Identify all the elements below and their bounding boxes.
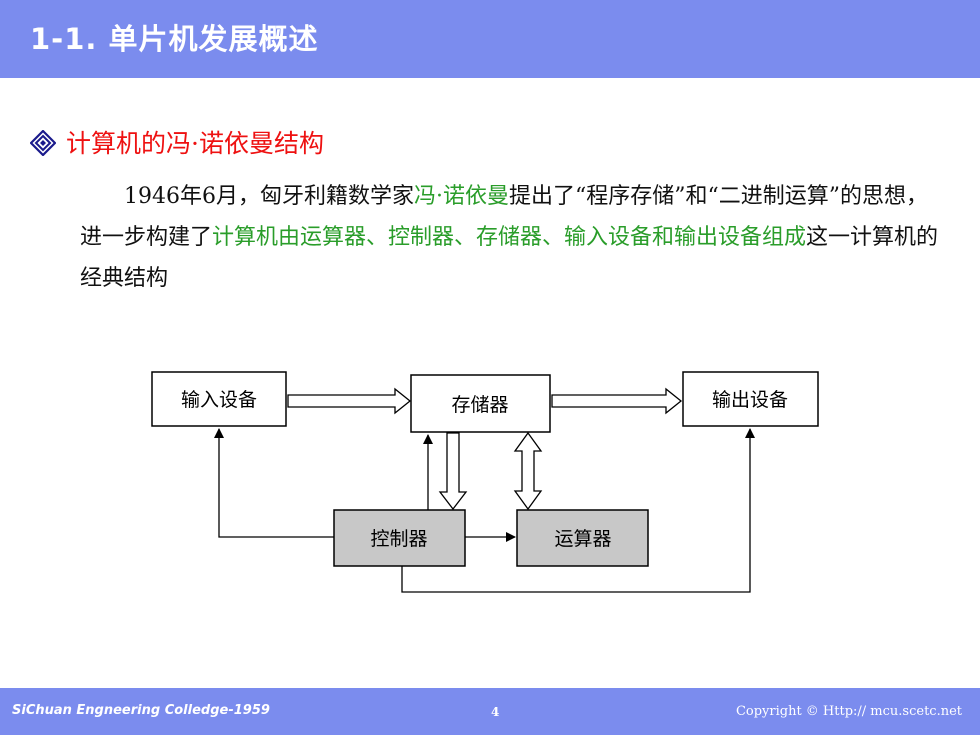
memory-to-output-arrow [551,387,683,415]
footer-college: SiChuan Engneering Colledge-1959 [12,703,270,718]
para-text-3: 这一计算机的经典结构 [80,225,939,291]
footer-copyright: Copyright © Http:// mcu.scetc.net [735,704,962,719]
section-heading: 计算机的冯·诺依曼结构 [29,124,324,160]
memory-box [410,374,551,433]
body-paragraph: 1946年6月，匈牙利籍数学家冯·诺依曼提出了“程序存储”和“二进制运算”的思想… [80,176,940,299]
alu-label: 运算器 [554,528,611,550]
para-text-1: 1946年6月，匈牙利籍数学家 [124,184,414,209]
controller-to-output-line [401,428,755,593]
output-device-label: 输出设备 [712,389,788,411]
footer-bar: SiChuan Engneering Colledge-1959 4 Copyr… [0,688,980,735]
input-to-memory-arrow [287,387,412,415]
title-banner: 1-1. 单片机发展概述 [0,0,980,78]
para-highlight-structure: 计算机由运算器、控制器、存储器、输入设备和输出设备组成 [212,225,807,250]
memory-alu-double-arrow [513,431,543,511]
slide-title: 1-1. 单片机发展概述 [30,22,319,56]
para-highlight-name: 冯·诺依曼 [414,184,509,209]
input-device-label: 输入设备 [181,389,257,411]
alu-box [516,509,649,567]
input-device-box [151,371,287,427]
controller-to-input-line [214,428,334,538]
section-heading-text: 计算机的冯·诺依曼结构 [66,129,324,158]
controller-box [333,509,466,567]
controller-label: 控制器 [370,528,427,550]
diamond-bullet-icon [29,129,57,157]
memory-label: 存储器 [451,394,508,416]
output-device-box [682,371,819,427]
page-number: 4 [491,705,500,719]
memory-to-controller-arrow [438,432,468,511]
para-text-2: 提出了“程序存储”和“二进制运算”的思想，进一步构建了 [80,184,928,250]
